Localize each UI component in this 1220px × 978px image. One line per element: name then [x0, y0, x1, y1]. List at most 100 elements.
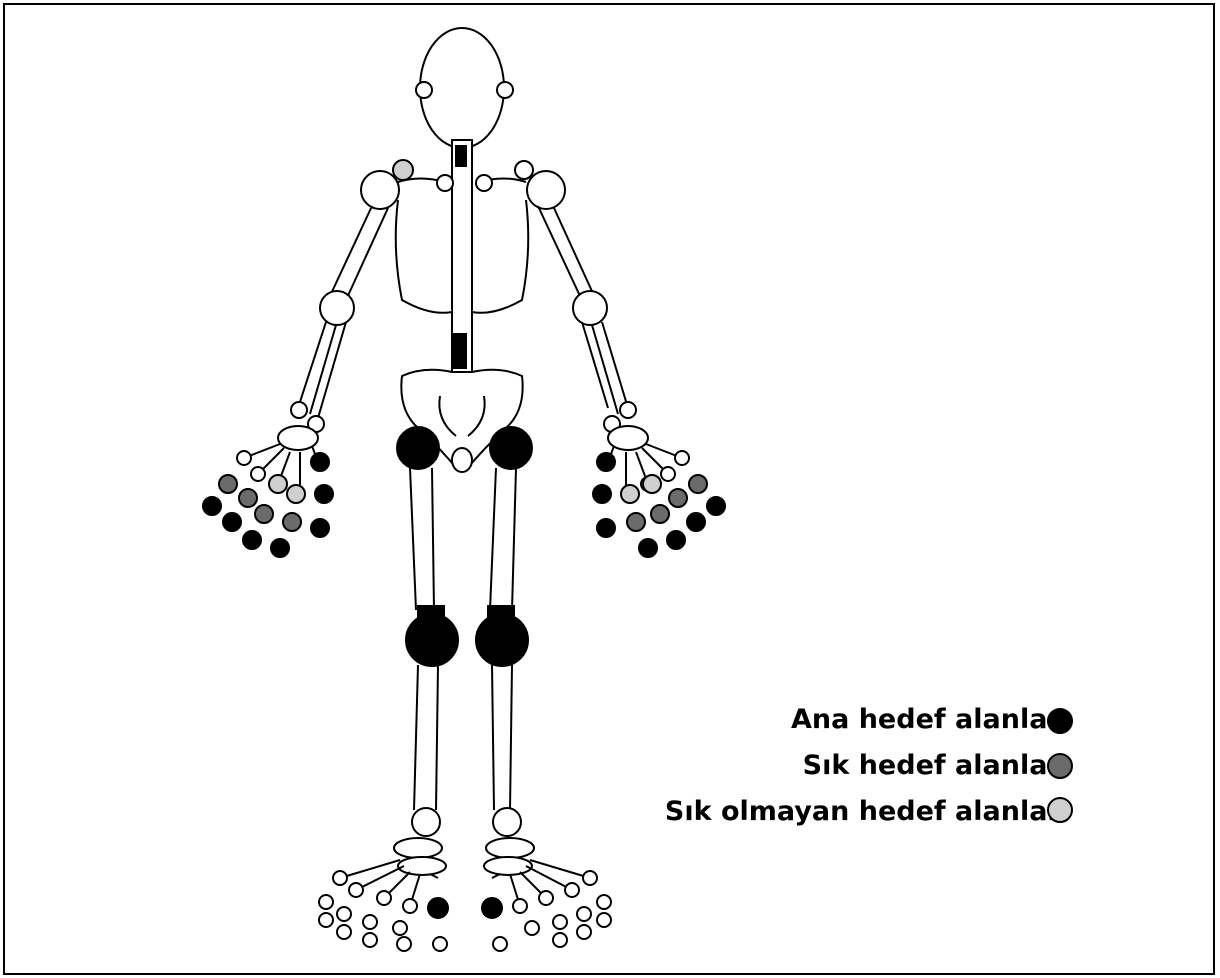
left-hand-site [283, 513, 301, 531]
left-elbow [320, 291, 354, 325]
toe-joint [319, 895, 333, 909]
right-tarsal-2 [484, 857, 532, 875]
legend-swatch-frequent [1047, 753, 1073, 779]
toe-joint [597, 913, 611, 927]
left-wrist [291, 402, 307, 418]
left-sc-joint [437, 175, 453, 191]
left-knee-site [406, 614, 458, 666]
toe-joint [363, 933, 377, 947]
toe-joint [577, 907, 591, 921]
right-hand-site [707, 497, 725, 515]
right-hand-site [621, 485, 639, 503]
toe-joint [349, 883, 363, 897]
toe-joint [597, 895, 611, 909]
sacrum-tip [452, 448, 472, 472]
toe-joint [333, 871, 347, 885]
left-hand-site [311, 453, 329, 471]
right-hand-site [669, 489, 687, 507]
left-hand-site [287, 485, 305, 503]
right-wrist-2 [620, 402, 636, 418]
right-tarsal-1 [486, 838, 534, 858]
right-hip-site [490, 427, 532, 469]
right-hand-site [593, 485, 611, 503]
toe-joint [493, 937, 507, 951]
toe-joint [393, 921, 407, 935]
left-ear [416, 82, 432, 98]
right-shoulder [527, 171, 565, 209]
right-forearm [582, 322, 628, 414]
right-hand-site [639, 539, 657, 557]
left-shoulder [361, 171, 399, 209]
finger-joint [251, 467, 265, 481]
legend-item-frequent: Sık hedef alanları [803, 748, 1070, 784]
right-hand-site [627, 513, 645, 531]
toe-joint [583, 871, 597, 885]
left-hand-site [311, 519, 329, 537]
left-sternoclavicular-site [393, 160, 413, 180]
legend-label-major: Ana hedef alanları [791, 704, 1070, 735]
right-acromion [515, 161, 533, 179]
left-tarsal-1 [394, 838, 442, 858]
left-hand-site [315, 485, 333, 503]
toe-joint [553, 933, 567, 947]
left-hand-site [203, 497, 221, 515]
toe-joint [539, 891, 553, 905]
toe-joint [397, 937, 411, 951]
spine-site-upper [456, 146, 466, 166]
right-hand-site [643, 475, 661, 493]
left-hand-site [219, 475, 237, 493]
toe-joint [577, 925, 591, 939]
left-hand-site [223, 513, 241, 531]
right-hand-site [687, 513, 705, 531]
legend-item-infrequent: Sık olmayan hedef alanları [665, 794, 1070, 830]
finger-joint [661, 467, 675, 481]
toe-joint [337, 925, 351, 939]
toe-joint [377, 891, 391, 905]
right-ear [497, 82, 513, 98]
toe-joint [363, 915, 377, 929]
legend-swatch-major [1047, 708, 1073, 734]
toe-joint [319, 913, 333, 927]
spine-site-lumbar [454, 334, 466, 368]
legend-swatch-infrequent [1047, 797, 1073, 823]
left-hand-site [255, 505, 273, 523]
toe-joint [433, 937, 447, 951]
right-big-toe-site [482, 898, 502, 918]
left-ankle [412, 808, 440, 836]
left-hip-site [397, 427, 439, 469]
right-humerus [538, 206, 596, 300]
right-sc-joint [476, 175, 492, 191]
toe-joint [553, 915, 567, 929]
left-humerus [330, 206, 388, 300]
left-hand-site [271, 539, 289, 557]
right-hand-site [597, 453, 615, 471]
right-hand-site [689, 475, 707, 493]
right-elbow [573, 291, 607, 325]
legend-label-infrequent: Sık olmayan hedef alanları [665, 796, 1070, 827]
right-hand-site [651, 505, 669, 523]
toe-joint [337, 907, 351, 921]
finger-joint [675, 451, 689, 465]
left-hand-site [243, 531, 261, 549]
right-ankle [493, 808, 521, 836]
left-femur [410, 468, 434, 610]
right-knee-site [476, 614, 528, 666]
left-hand-site [239, 489, 257, 507]
legend-label-frequent: Sık hedef alanları [803, 750, 1070, 781]
toe-joint [525, 921, 539, 935]
left-big-toe-site [428, 898, 448, 918]
right-tibia [492, 665, 512, 810]
finger-joint [237, 451, 251, 465]
right-hand-site [667, 531, 685, 549]
left-tibia [414, 665, 438, 810]
legend-item-major: Ana hedef alanları [791, 702, 1070, 738]
toe-joint [565, 883, 579, 897]
left-hand-site [269, 475, 287, 493]
toe-joint [513, 899, 527, 913]
right-hand-site [597, 519, 615, 537]
right-femur [490, 468, 516, 610]
toe-joint [403, 899, 417, 913]
left-tarsal-2 [398, 857, 446, 875]
